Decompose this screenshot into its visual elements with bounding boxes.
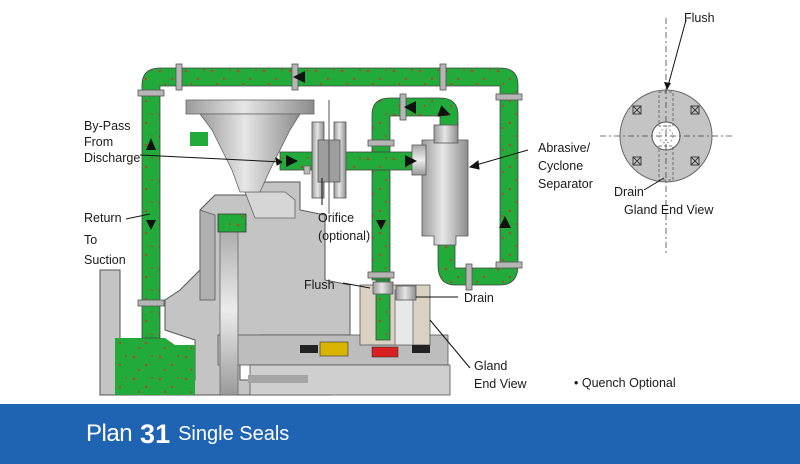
cyclone-separator xyxy=(411,124,469,246)
footer-banner: Plan 31 Single Seals xyxy=(0,404,800,464)
pump-fluid xyxy=(115,132,247,395)
orifice-label-1: Orifice xyxy=(318,211,354,225)
leader-lines xyxy=(125,149,529,369)
flow-arrows xyxy=(146,71,511,230)
gland-fittings xyxy=(372,281,417,301)
return-label-3: Suction xyxy=(84,253,126,267)
bypass-label-2: From xyxy=(84,135,113,149)
flush-label: Flush xyxy=(304,278,335,292)
orifice-label-2: (optional) xyxy=(318,229,370,243)
inset-drain-label: Drain xyxy=(614,185,644,199)
plan-number: 31 xyxy=(140,418,171,449)
discharge-nozzle xyxy=(185,99,315,193)
return-label-1: Return xyxy=(84,211,122,225)
return-label-2: To xyxy=(84,233,97,247)
drain-label: Drain xyxy=(464,291,494,305)
cyclone-label-3: Separator xyxy=(538,177,593,191)
orifice-flange xyxy=(303,100,347,214)
seal-chamber xyxy=(217,224,451,396)
inset-flush-label: Flush xyxy=(684,11,715,25)
cyclone-label-2: Cyclone xyxy=(538,159,583,173)
plan-subtitle: Single Seals xyxy=(178,422,290,445)
quench-label: • Quench Optional xyxy=(574,376,676,390)
gland-label-2: End View xyxy=(474,377,528,391)
gland-label-1: Gland xyxy=(474,359,507,373)
bypass-label-3: Discharge xyxy=(84,151,140,165)
labels: By-Pass From Discharge Return To Suction… xyxy=(84,11,715,391)
bypass-label-1: By-Pass xyxy=(84,119,131,133)
inset-title: Gland End View xyxy=(624,203,714,217)
plan-31-diagram: By-Pass From Discharge Return To Suction… xyxy=(84,11,732,396)
plan-word: Plan xyxy=(86,420,133,447)
cyclone-label-1: Abrasive/ xyxy=(538,141,591,155)
gland-end-view-inset xyxy=(600,18,732,254)
